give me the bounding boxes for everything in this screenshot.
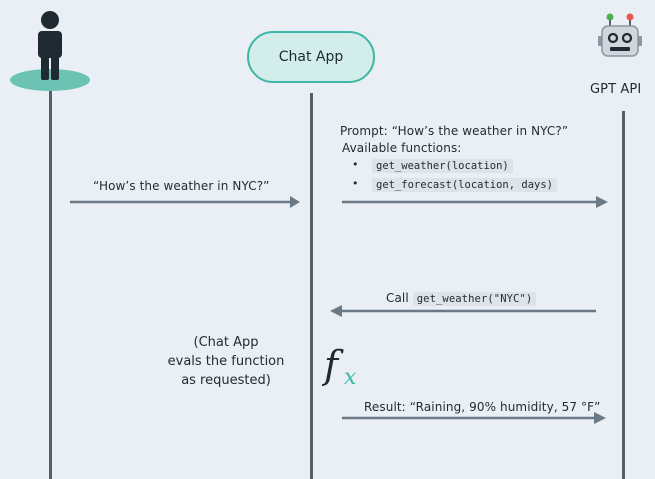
svg-text:f: f	[322, 343, 344, 387]
function-name: get_weather(location)	[372, 159, 513, 173]
chat-app-lifeline	[310, 93, 313, 479]
chat-to-api-arrow	[342, 196, 608, 208]
function-fx-icon: f x	[322, 343, 357, 388]
robot-icon	[598, 13, 642, 57]
call-prefix: Call	[386, 291, 409, 305]
gpt-api-label: GPT API	[590, 82, 642, 97]
available-functions-label: Available functions:	[342, 141, 462, 155]
user-lifeline	[49, 90, 52, 479]
function-name: get_forecast(location, days)	[372, 178, 558, 192]
note-line: (Chat App	[193, 335, 259, 350]
evaluation-note: (Chat App evals the function as requeste…	[160, 333, 292, 390]
person-icon	[10, 11, 90, 91]
gpt-api-lifeline	[622, 111, 625, 479]
function-list: get_weather(location) get_forecast(locat…	[340, 153, 558, 192]
function-list-item: get_weather(location)	[352, 158, 557, 173]
user-to-chat-arrow	[70, 196, 300, 208]
svg-text:x: x	[344, 365, 357, 388]
function-list-item: get_forecast(location, days)	[352, 177, 558, 192]
chat-app-participant: Chat App	[247, 31, 375, 83]
note-line: evals the function	[167, 354, 285, 369]
chat-app-label: Chat App	[278, 49, 344, 65]
result-label: Result: “Raining, 90% humidity, 57 °F”	[364, 400, 601, 414]
api-to-chat-arrow	[330, 305, 596, 317]
call-message: Call get_weather("NYC")	[386, 291, 537, 306]
result-arrow	[342, 412, 606, 424]
call-code: get_weather("NYC")	[412, 292, 537, 306]
prompt-label: Prompt: “How’s the weather in NYC?”	[340, 124, 569, 138]
user-question-label: “How’s the weather in NYC?”	[93, 179, 270, 193]
note-line: as requested)	[181, 373, 271, 388]
